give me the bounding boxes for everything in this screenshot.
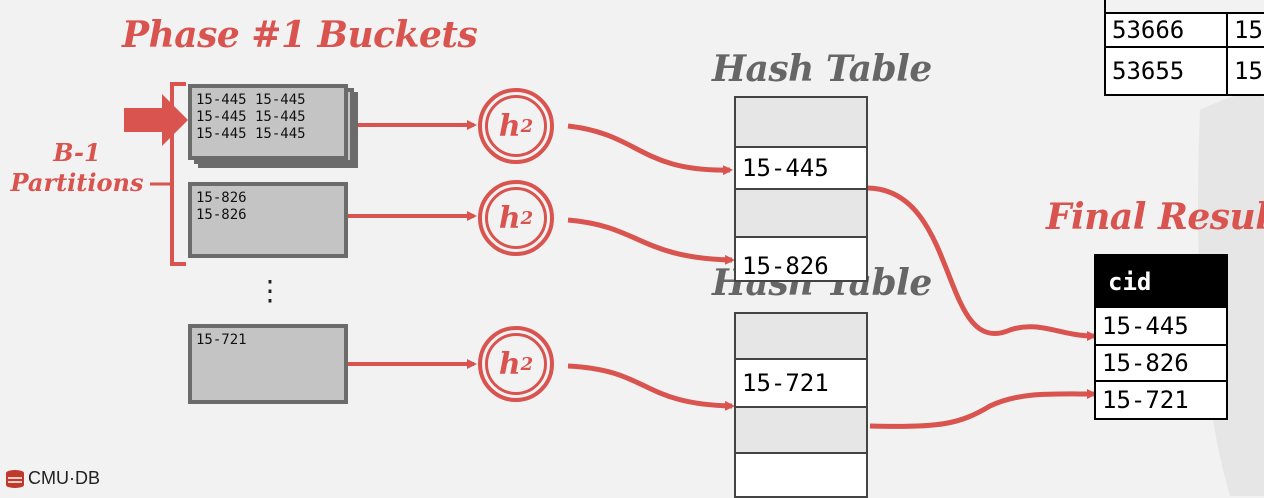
partitions-label: B-1 Partitions xyxy=(2,138,152,198)
bucket-third: 15-721 xyxy=(188,324,348,404)
hash-table-2-slot-3 xyxy=(736,454,866,496)
hash-table-1-slot-2 xyxy=(736,190,866,238)
hash-table-1-slot-0 xyxy=(736,98,866,148)
bucket-first-line-1: 15-445 15-445 xyxy=(196,92,306,108)
bucket-second-line-2: 15-826 xyxy=(196,207,247,223)
bucket-second-line-1: 15-826 xyxy=(196,190,247,206)
partitions-bracket xyxy=(170,82,186,266)
partitions-label-line2: Partitions xyxy=(10,168,144,197)
phase-buckets-title: Phase #1 Buckets xyxy=(122,14,478,56)
arrow-h2-to-ht2-cell xyxy=(567,363,735,411)
hash-table-1-slot-3: 15-826 xyxy=(736,238,866,280)
arrow-ht1-to-result xyxy=(867,185,1097,341)
bucket-first-line-2: 15-445 15-445 xyxy=(196,109,306,125)
final-result-row-1: 15-445 xyxy=(1096,308,1226,346)
hash-table-title-1: Hash Table xyxy=(712,48,932,90)
top-table-cell-2-2: 15 xyxy=(1226,46,1264,96)
arrow-h2-to-ht1-cell xyxy=(567,123,733,176)
arrow-ht2-to-result xyxy=(869,388,1097,429)
final-result-title: Final Result xyxy=(1046,196,1264,238)
final-result-row-2: 15-826 xyxy=(1096,346,1226,382)
hash-table-2: 15-721 xyxy=(734,312,868,498)
top-table-cell-2-1: 53655 xyxy=(1104,46,1228,96)
final-result-header: cid xyxy=(1096,256,1226,308)
cmu-db-logo: CMU·DB xyxy=(4,468,100,489)
arrow-h2-to-ht1-cell2 xyxy=(567,217,735,265)
cmu-db-logo-text: CMU·DB xyxy=(28,468,100,488)
bucket-third-line-1: 15-721 xyxy=(196,332,247,348)
hash-table-2-slot-1: 15-721 xyxy=(736,360,866,408)
database-logo-icon xyxy=(6,469,24,488)
hash-table-1: 15-445 15-826 xyxy=(734,96,868,282)
input-arrow-icon xyxy=(124,94,188,146)
hash-table-2-slot-0 xyxy=(736,314,866,360)
hash-table-2-slot-2 xyxy=(736,408,866,454)
final-result-table: cid 15-445 15-826 15-721 xyxy=(1094,254,1228,420)
bucket-first-line-3: 15-445 15-445 xyxy=(196,126,306,142)
partitions-label-line1: B-1 xyxy=(53,138,101,167)
bucket-ellipsis: ⋮ xyxy=(256,274,284,307)
top-table-top-border xyxy=(1104,0,1264,12)
hash-table-1-slot-1: 15-445 xyxy=(736,148,866,190)
final-result-row-3: 15-721 xyxy=(1096,382,1226,418)
